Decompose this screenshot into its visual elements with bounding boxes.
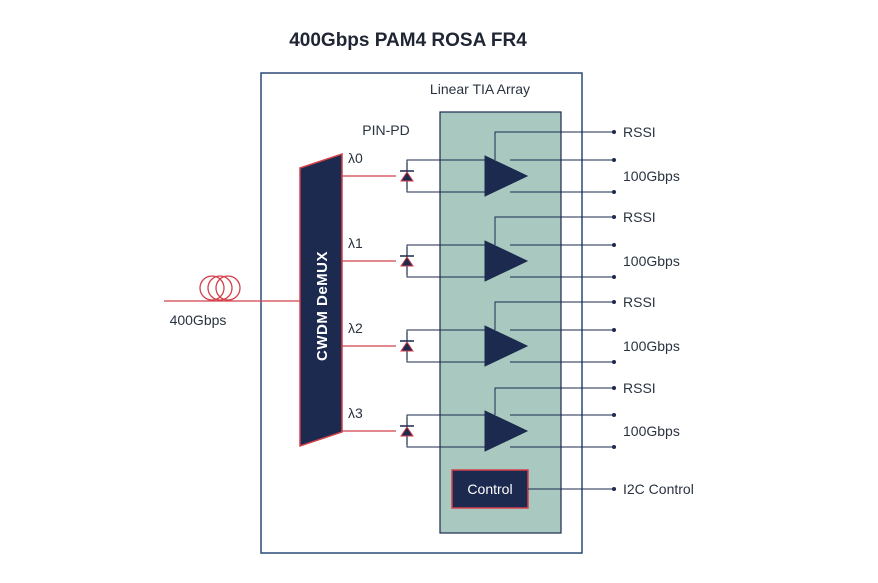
rssi-label: RSSI [623,209,656,225]
photodiode-icon [400,341,414,352]
pd-cathode-wire [406,445,485,448]
cwdm-demux-block [299,152,343,448]
wavelength-label: λ2 [348,320,363,336]
tia-amplifier-icon [484,410,529,452]
pd-cathode-wire [406,275,485,278]
data-rate-label: 100Gbps [623,423,680,439]
data-out-p-terminal [612,413,616,417]
data-out-p-terminal [612,158,616,162]
data-rate-label: 100Gbps [623,338,680,354]
data-out-p-terminal [612,243,616,247]
control-block [451,469,529,509]
pd-anode-wire [406,244,485,247]
tia-array-label: Linear TIA Array [430,81,530,97]
data-out-n-terminal [612,275,616,279]
rssi-terminal [612,386,616,390]
rssi-terminal [612,130,616,134]
rssi-label: RSSI [623,294,656,310]
rssi-terminal [612,215,616,219]
rssi-wire [494,301,614,330]
rssi-wire [494,216,614,245]
data-out-n-terminal [612,445,616,449]
pd-cathode-wire [406,190,485,193]
rssi-label: RSSI [623,124,656,140]
pd-anode-wire [406,159,485,162]
tia-amplifier-icon [484,240,529,282]
data-out-n-terminal [612,190,616,194]
data-rate-label: 100Gbps [623,253,680,269]
tia-amplifier-icon [484,325,529,367]
fiber-coil-icon [199,275,241,301]
data-rate-label: 100Gbps [623,168,680,184]
input-rate-label: 400Gbps [170,312,227,328]
wavelength-label: λ3 [348,405,363,421]
rssi-wire [494,387,614,415]
rssi-terminal [612,300,616,304]
data-out-n-terminal [612,360,616,364]
wavelength-label: λ1 [348,235,363,251]
cwdm-demux-label: CWDM DeMUX [314,251,331,361]
rssi-label: RSSI [623,380,656,396]
pd-cathode-wire [406,360,485,363]
control-output-label: I2C Control [623,481,694,497]
diagram-title: 400Gbps PAM4 ROSA FR4 [289,30,527,51]
control-label: Control [467,481,512,497]
photodiode-icon [400,171,414,182]
rssi-wire [494,131,614,160]
data-out-p-terminal [612,328,616,332]
photodiode-icon [400,426,414,437]
pd-anode-wire [406,329,485,332]
tia-amplifier-icon [484,155,529,197]
control-output-terminal [612,487,616,491]
wavelength-label: λ0 [348,150,363,166]
lanes-group: λ0RSSI100Gbpsλ1RSSI100Gbpsλ2RSSI100Gbpsλ… [342,124,680,452]
photodiode-icon [400,256,414,267]
pd-anode-wire [406,414,485,417]
pin-pd-label: PIN-PD [362,122,409,138]
